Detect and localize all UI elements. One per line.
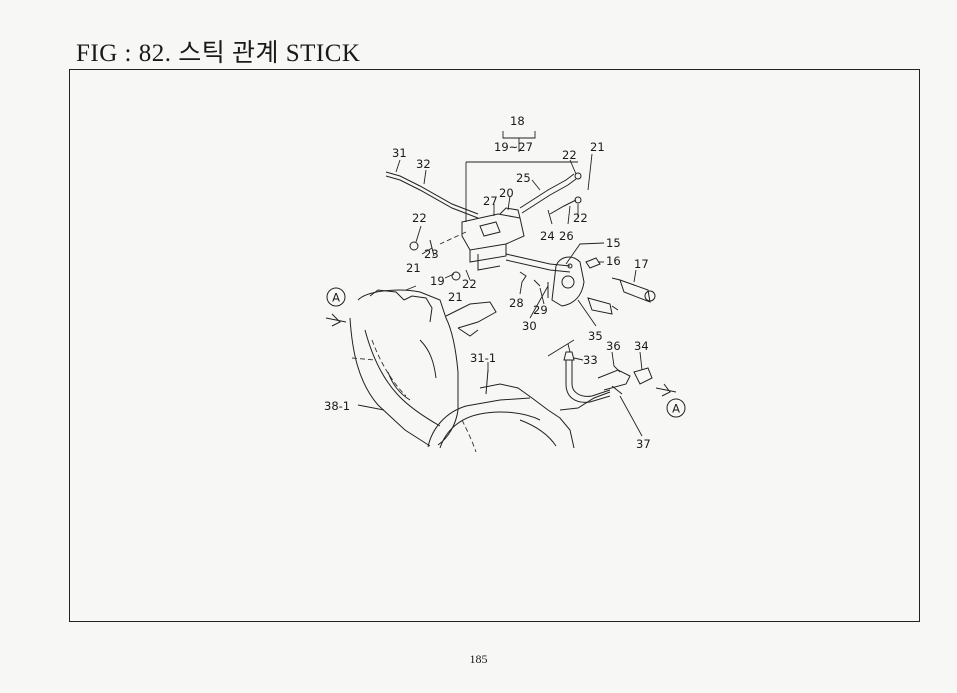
callout-21-top: 21 [590, 140, 605, 154]
lower-housing [427, 369, 611, 453]
callout-31: 31 [392, 146, 407, 160]
callout-19-27: 19~27 [494, 140, 533, 154]
figure-title: FIG : 82. 스틱 관계 STICK [76, 40, 361, 67]
callout-17: 17 [634, 257, 649, 271]
callout-33: 33 [583, 353, 598, 367]
callout-28: 28 [509, 296, 524, 310]
callout-24: 24 [540, 229, 555, 243]
stick-assembly [385, 171, 656, 315]
callout-22-top: 22 [562, 148, 577, 162]
callout-35: 35 [588, 329, 603, 343]
callout-30: 30 [522, 319, 537, 333]
callout-22-right: 22 [573, 211, 588, 225]
svg-text:A: A [332, 291, 340, 305]
drawing-frame [69, 69, 920, 622]
callout-18: 18 [510, 114, 525, 128]
reference-marker-left: A [325, 287, 347, 327]
shift-cable [563, 351, 653, 403]
callout-34: 34 [634, 339, 649, 353]
callout-31-1: 31-1 [470, 351, 496, 365]
callout-32: 32 [416, 157, 431, 171]
leader-lines [357, 131, 643, 437]
callout-16: 16 [606, 254, 621, 268]
callout-37: 37 [636, 437, 651, 451]
callout-26: 26 [559, 229, 574, 243]
callout-22-left: 22 [412, 211, 427, 225]
callout-labels: 18 19~27 31 32 22 21 25 27 20 22 24 26 2… [324, 114, 651, 451]
transmission-housing [349, 289, 497, 447]
callout-25: 25 [516, 171, 531, 185]
callout-27: 27 [483, 194, 498, 208]
callout-19: 19 [430, 274, 445, 288]
callout-29: 29 [533, 303, 548, 317]
page-number: 185 [469, 652, 488, 666]
callout-21-left: 21 [406, 261, 421, 275]
reference-marker-right: A [655, 383, 686, 418]
callout-36: 36 [606, 339, 621, 353]
callout-21-lower: 21 [448, 290, 463, 304]
callout-23: 23 [424, 247, 439, 261]
callout-22-lower: 22 [462, 277, 477, 291]
callout-38-1: 38-1 [324, 399, 350, 413]
callout-15: 15 [606, 236, 621, 250]
svg-text:A: A [672, 402, 680, 416]
callout-20: 20 [499, 186, 514, 200]
